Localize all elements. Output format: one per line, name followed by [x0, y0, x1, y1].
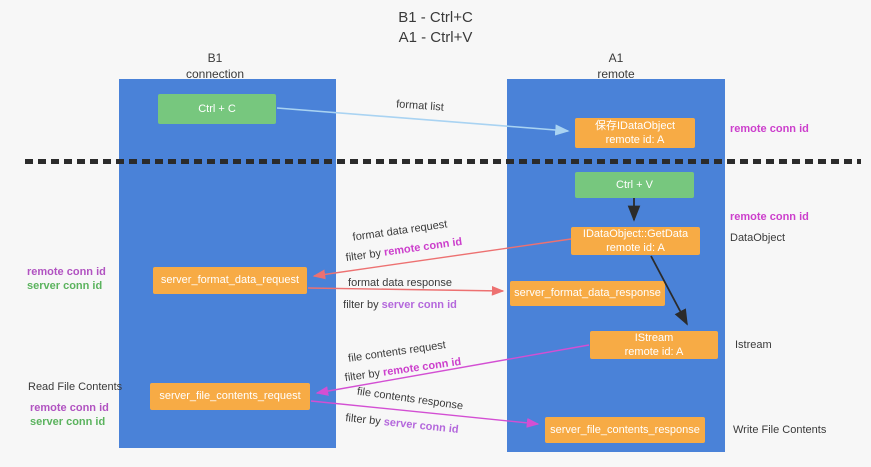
node-ctrl-c: Ctrl + C: [158, 94, 276, 124]
title-line-2: A1 - Ctrl+V: [398, 29, 473, 47]
server-conn-id-highlight: server conn id: [381, 299, 457, 311]
filter-by-text: filter by: [344, 412, 385, 429]
label-istream: Istream: [735, 339, 772, 351]
node-istream-line1: IStream: [634, 331, 674, 344]
node-getdata-line1: IDataObject::GetData: [582, 227, 689, 240]
node-save-idataobject-line1: 保存IDataObject: [594, 119, 676, 132]
arrow-label-filter-server-1: filter by server conn id: [343, 299, 457, 311]
filter-by-text: filter by: [343, 299, 382, 311]
arrow-label-format-list: format list: [395, 98, 445, 114]
filter-by-text: filter by: [344, 366, 384, 385]
remote-conn-id-highlight: remote conn id: [382, 355, 462, 379]
node-save-idataobject-line2: remote id: A: [605, 134, 665, 146]
right-column-header: A1 remote: [597, 51, 634, 82]
node-server-format-data-request: server_format_data_request: [153, 267, 307, 294]
node-ctrl-v-label: Ctrl + V: [616, 178, 653, 191]
label-read-file-contents: Read File Contents: [28, 381, 123, 393]
node-ctrl-c-label: Ctrl + C: [198, 102, 236, 115]
label-write-file-contents: Write File Contents: [733, 424, 827, 436]
node-format-response-label: server_format_data_response: [514, 287, 661, 300]
right-column-role: remote: [597, 66, 635, 81]
diagram-title: B1 - Ctrl+C A1 - Ctrl+V: [0, 8, 871, 49]
arrow-label-filter-server-2: filter by server conn id: [345, 412, 459, 436]
label-remote-conn-id-top: remote conn id: [730, 123, 809, 135]
label-left-server-conn-id-1: server conn id: [27, 280, 103, 292]
phase-separator-dashed-line: [25, 159, 861, 164]
label-left-remote-conn-id-1: remote conn id: [27, 266, 106, 278]
left-column-role: connection: [185, 66, 245, 81]
node-idataobject-getdata: IDataObject::GetData remote id: A: [571, 227, 700, 255]
node-save-idataobject: 保存IDataObject remote id: A: [575, 118, 695, 148]
arrow-label-file-contents-response: file contents response: [356, 385, 464, 413]
node-getdata-line2: remote id: A: [606, 242, 665, 254]
server-conn-id-highlight: server conn id: [383, 416, 460, 436]
label-left-remote-conn-id-2: remote conn id: [30, 402, 109, 414]
arrow-label-format-data-response: format data response: [348, 277, 452, 289]
right-column-name: A1: [608, 51, 624, 65]
node-server-format-data-response: server_format_data_response: [510, 281, 665, 306]
label-dataobject: DataObject: [730, 232, 786, 244]
filter-by-text: filter by: [345, 246, 385, 265]
node-ctrl-v: Ctrl + V: [575, 172, 694, 198]
node-istream: IStream remote id: A: [590, 331, 718, 359]
node-istream-line2: remote id: A: [624, 346, 684, 358]
node-server-file-contents-response: server_file_contents_response: [545, 417, 705, 443]
remote-conn-id-highlight: remote conn id: [383, 235, 463, 259]
label-remote-conn-id-mid: remote conn id: [730, 211, 809, 223]
left-column-name: B1: [207, 51, 223, 65]
title-line-1: B1 - Ctrl+C: [398, 9, 473, 26]
node-file-response-label: server_file_contents_response: [550, 423, 700, 436]
node-format-request-label: server_format_data_request: [160, 274, 300, 287]
label-left-server-conn-id-2: server conn id: [30, 416, 106, 428]
left-column-header: B1 connection: [186, 51, 244, 82]
node-file-request-label: server_file_contents_request: [159, 390, 301, 403]
node-server-file-contents-request: server_file_contents_request: [150, 383, 310, 410]
